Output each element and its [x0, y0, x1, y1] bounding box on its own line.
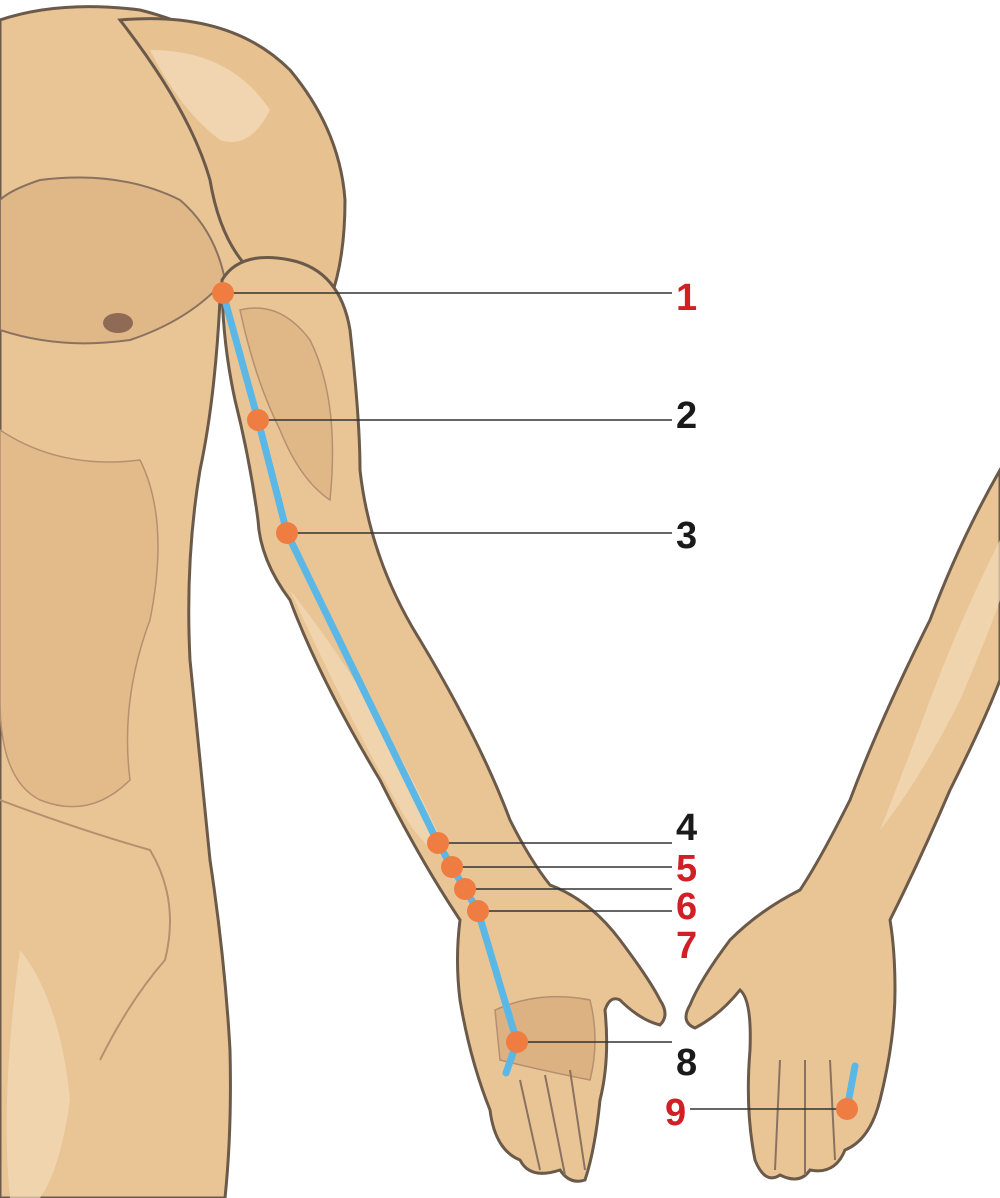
acupoint-2[interactable] — [247, 409, 269, 431]
point-label-5: 5 — [676, 848, 697, 890]
point-label-7: 7 — [676, 925, 697, 967]
acupoint-8[interactable] — [506, 1031, 528, 1053]
acupoint-7[interactable] — [467, 900, 489, 922]
point-label-3: 3 — [676, 515, 697, 557]
acupoint-1[interactable] — [212, 282, 234, 304]
acupoint-3[interactable] — [276, 522, 298, 544]
acupoint-5[interactable] — [441, 856, 463, 878]
nipple — [103, 313, 133, 333]
point-label-8: 8 — [676, 1042, 697, 1084]
acupoint-6[interactable] — [454, 878, 476, 900]
arm-left — [686, 470, 1000, 1179]
acupoint-9[interactable] — [836, 1098, 858, 1120]
point-label-2: 2 — [676, 395, 697, 437]
point-label-6: 6 — [676, 886, 697, 928]
point-label-9: 9 — [665, 1092, 686, 1134]
point-label-1: 1 — [676, 277, 697, 319]
acupoint-4[interactable] — [427, 832, 449, 854]
point-label-4: 4 — [676, 807, 697, 849]
